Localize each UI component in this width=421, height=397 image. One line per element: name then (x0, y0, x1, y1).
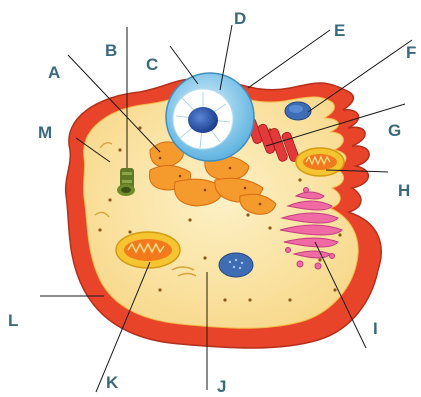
label-h: H (398, 181, 410, 200)
lysosome-top (285, 102, 311, 120)
label-i: I (373, 319, 378, 338)
label-b: B (105, 41, 117, 60)
mitochondrion-right (296, 148, 344, 176)
label-e: E (334, 21, 345, 40)
label-k: K (106, 373, 119, 392)
label-g: G (388, 121, 401, 140)
label-m: M (38, 123, 52, 142)
lysosome-bottom (219, 253, 253, 277)
label-f: F (406, 43, 416, 62)
mitochondrion-left (116, 232, 180, 268)
label-c: C (146, 55, 158, 74)
label-a: A (48, 63, 60, 82)
nucleolus (188, 107, 218, 133)
nucleus (166, 73, 254, 161)
label-d: D (234, 9, 246, 28)
label-l: L (8, 311, 18, 330)
label-j: J (217, 377, 226, 396)
